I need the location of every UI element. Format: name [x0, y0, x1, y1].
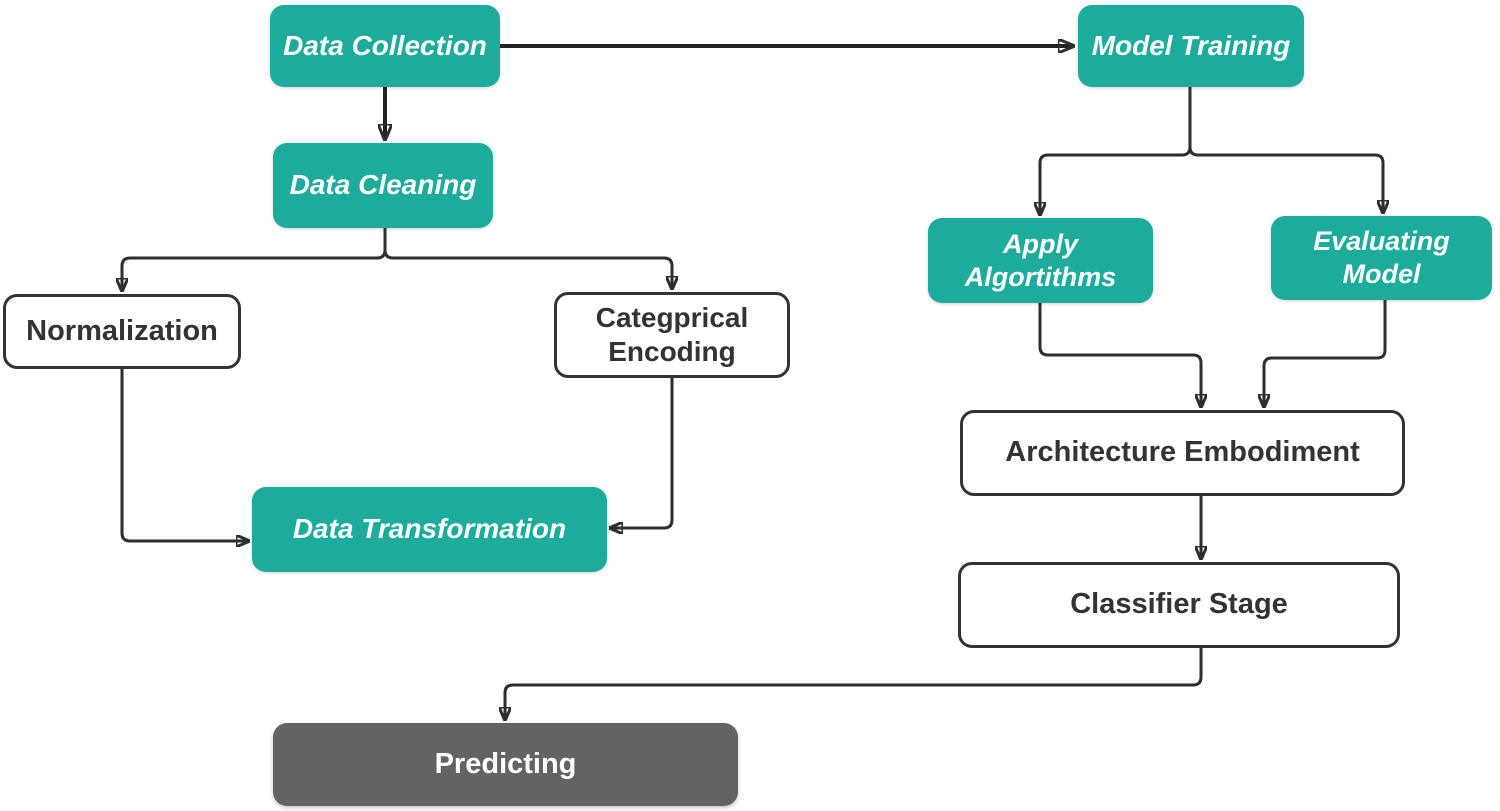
node-data-transformation: Data Transformation: [252, 487, 607, 572]
node-categorical-encoding: Categprical Encoding: [554, 292, 790, 378]
node-apply-algorithms-label: Apply Algortithms: [964, 228, 1117, 292]
edge-data-cleaning-to-normalization: [122, 228, 387, 291]
node-normalization: Normalization: [3, 294, 241, 369]
node-model-training-label: Model Training: [1091, 29, 1291, 61]
node-data-collection-label: Data Collection: [283, 29, 487, 61]
node-data-collection: Data Collection: [270, 5, 500, 87]
edge-normalization-to-data-transformation: [120, 369, 249, 541]
node-classifier-stage: Classifier Stage: [958, 562, 1400, 648]
node-categorical-encoding-label: Categprical Encoding: [595, 301, 749, 367]
node-apply-algorithms: Apply Algortithms: [928, 218, 1153, 303]
edge-categorical-encoding-to-data-transformation: [610, 378, 674, 528]
node-predicting: Predicting: [273, 723, 738, 806]
edge-model-training-to-apply-algorithms: [1040, 87, 1192, 215]
node-architecture-embodiment-label: Architecture Embodiment: [1005, 436, 1360, 469]
node-data-cleaning: Data Cleaning: [273, 143, 493, 228]
edge-model-training-to-evaluating-model: [1188, 87, 1383, 213]
node-evaluating-model: Evaluating Model: [1271, 216, 1492, 300]
node-predicting-label: Predicting: [434, 747, 577, 780]
node-data-transformation-label: Data Transformation: [292, 513, 567, 545]
edge-classifier-stage-to-predicting: [505, 648, 1203, 720]
node-normalization-label: Normalization: [26, 314, 218, 347]
node-evaluating-model-label: Evaluating Model: [1313, 226, 1450, 289]
edge-data-cleaning-to-categorical-encoding: [383, 228, 672, 289]
edge-apply-algorithms-to-architecture-embodiment: [1038, 303, 1201, 407]
node-data-cleaning-label: Data Cleaning: [289, 169, 477, 201]
node-classifier-stage-label: Classifier Stage: [1070, 588, 1288, 621]
node-architecture-embodiment: Architecture Embodiment: [960, 410, 1405, 496]
edge-evaluating-model-to-architecture-embodiment: [1264, 300, 1387, 407]
node-model-training: Model Training: [1078, 5, 1304, 87]
